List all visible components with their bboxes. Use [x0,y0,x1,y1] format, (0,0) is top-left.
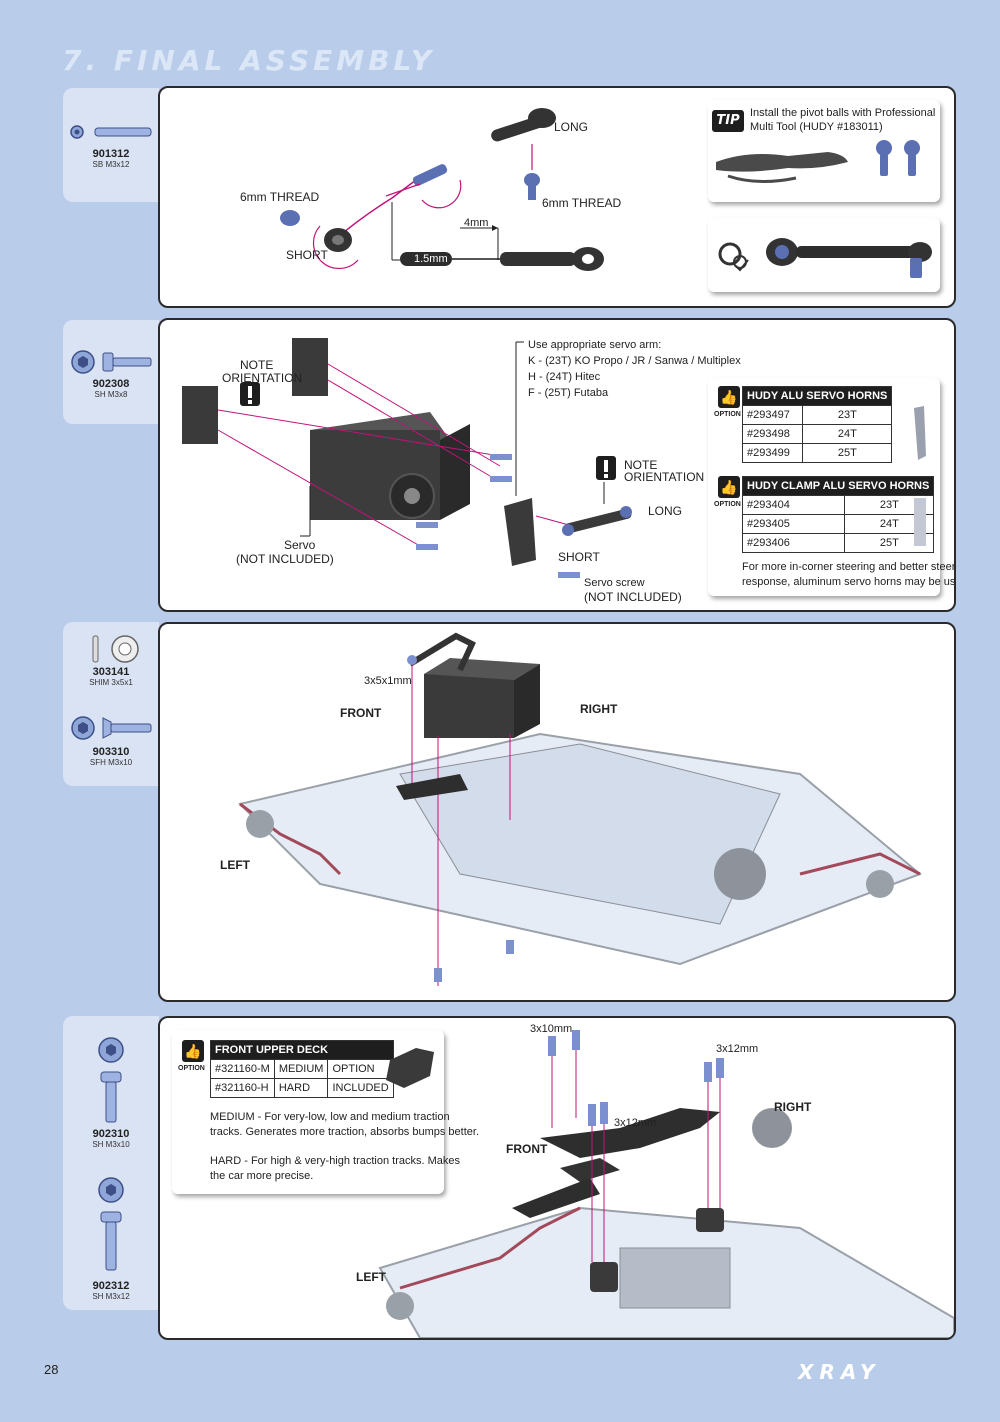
step-panel-3: 3x5x1mm FRONT RIGHT LEFT [158,622,956,1002]
servo-label: Servo [284,538,316,552]
table-cell: 25T [844,533,935,553]
option-label: OPTION [178,1065,205,1072]
short-label: SHORT [286,248,328,262]
servo-horn-note-2: response, aluminum servo horns may be us… [742,576,956,588]
thumbs-up-icon: 👍 [718,386,740,408]
xray-logo: XRAY [798,1360,881,1384]
right-label: RIGHT [580,702,618,716]
orientation-label-2: ORIENTATION [624,470,705,484]
servo-not-included: (NOT INCLUDED) [236,552,334,566]
part-name: SH M3x10 [92,1140,130,1149]
servo-arm-h: H - (24T) Hitec [528,371,601,383]
hard-desc-1: HARD - For high & very-high traction tra… [210,1155,461,1167]
step-panel-1: LONG 6mm THREAD 6mm THREAD SHORT 4mm 1.5… [158,86,956,308]
assembled-link-box [708,218,940,292]
part-code: 902308 [92,378,130,390]
table-cell: #321160-M [210,1059,275,1079]
table-cell: #321160-H [210,1078,275,1098]
servo-screw-not-included: (NOT INCLUDED) [584,590,682,604]
screw-3x10-label: 3x10mm [530,1023,573,1035]
part-name: SHIM 3x5x1 [89,678,133,687]
option-label: OPTION [714,501,741,508]
table-cell: #293405 [741,514,846,534]
table-cell: #293406 [741,533,846,553]
table-cell: #293499 [741,443,804,463]
servo-arm-k: K - (23T) KO Propo / JR / Sanwa / Multip… [528,355,741,367]
part-code: 303141 [92,666,130,678]
thread-label-top: 6mm THREAD [542,196,622,210]
turnbuckle-diagram [280,108,604,271]
sh-m3x8-icon [71,350,152,374]
long-label: LONG [554,120,589,134]
horn-long-label: LONG [648,504,683,518]
part-code: 902312 [92,1280,130,1292]
deck-table-title: FRONT UPPER DECK [210,1040,394,1060]
thread-label-left: 6mm THREAD [240,190,320,204]
thumbs-up-icon: 👍 [182,1040,204,1062]
assembled-link-icon [718,238,932,278]
parts-bar-1: 901312 SB M3x12 [63,88,159,202]
tip-badge: TIP [712,110,744,132]
servo-arm-title: Use appropriate servo arm: [528,339,662,351]
tip-box: TIP Install the pivot balls with Profess… [708,100,940,202]
part-name: SH M3x12 [92,1292,130,1301]
servo-diagram [182,338,632,578]
hard-desc-2: the car more precise. [210,1170,314,1182]
part-name: SH M3x8 [94,390,128,399]
chassis-servo-install-diagram [238,632,922,986]
dim-4mm-label: 4mm [464,217,489,229]
dim-15mm-label: 1.5mm [414,253,448,265]
medium-desc-1: MEDIUM - For very-low, low and medium tr… [210,1111,450,1123]
note-label-2: NOTE [624,458,658,472]
right-label: RIGHT [774,1100,812,1114]
parts-bar-4: 902310 SH M3x10 902312 SH M3x12 [63,1016,159,1310]
servo-arm-f: F - (25T) Futaba [528,387,609,399]
part-name: SFH M3x10 [89,758,133,767]
table-cell: #293497 [741,405,804,425]
shim-size-label: 3x5x1mm [364,675,412,687]
step-panel-2: NOTE ORIENTATION NOTE ORIENTATION Use ap… [158,318,956,612]
step-panel-4: 3x10mm 3x12mm 3x12mm FRONT RIGHT LEFT 👍 … [158,1016,956,1340]
left-label: LEFT [220,858,250,872]
screw-3x12-label-right: 3x12mm [716,1043,759,1055]
front-label: FRONT [340,706,382,720]
shim-and-sfh-icons [71,635,152,740]
tip-text-line1: Install the pivot balls with Professiona… [750,107,936,119]
option-label: OPTION [714,411,741,418]
front-upper-deck-diagram [378,1030,954,1338]
sb-m3x12-icon [70,125,152,139]
parts-bar-2: 902308 SH M3x8 [63,320,159,424]
sh-screw-icons [98,1037,124,1271]
horn-short-label: SHORT [558,550,600,564]
table-cell: 25T [802,443,893,463]
servo-horn-note-1: For more in-corner steering and better s… [742,561,956,573]
tip-text-line2: Multi Tool (HUDY #183011) [750,121,883,133]
thumbs-up-icon: 👍 [718,476,740,498]
deck-icon [386,1048,434,1088]
servo-screw-label: Servo screw [584,577,645,589]
table-cell: #293498 [741,424,804,444]
page-title: 7. FINAL ASSEMBLY [62,44,436,77]
part-code: 903310 [92,746,130,758]
left-label: LEFT [356,1270,386,1284]
part-code: 901312 [92,148,130,160]
orientation-label-1: ORIENTATION [222,371,303,385]
note-label-1: NOTE [240,358,274,372]
parts-bar-3: 303141 SHIM 3x5x1 903310 SFH M3x10 [63,622,159,786]
front-label: FRONT [506,1142,548,1156]
table-cell: INCLUDED [327,1078,394,1098]
medium-desc-2: tracks. Generates more traction, absorbs… [210,1126,480,1138]
page-number: 28 [44,1362,59,1377]
screw-3x12-label-center: 3x12mm [614,1117,657,1129]
part-name: SB M3x12 [92,160,130,169]
servo-horn-icons [914,406,926,546]
multi-tool-icon [716,140,920,184]
part-code: 902310 [92,1128,130,1140]
clamp-table-title: HUDY CLAMP ALU SERVO HORNS [741,476,935,496]
